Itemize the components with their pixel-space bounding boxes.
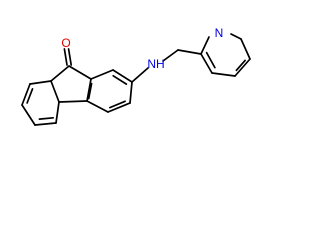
carbonyl-bond [63,48,73,66]
oxygen-atom-label: O [61,36,70,50]
pyridine-ring [200,33,251,77]
ethyl-linker [162,49,202,62]
amine-nitrogen-label: NH [147,57,164,71]
right-benzene-ring [86,69,133,113]
left-benzene-ring [21,80,60,126]
chemical-structure: O NH N [21,26,251,126]
five-membered-ring [50,65,92,103]
aryl-amine-bond [131,67,149,83]
pyridine-nitrogen-label: N [215,26,224,40]
